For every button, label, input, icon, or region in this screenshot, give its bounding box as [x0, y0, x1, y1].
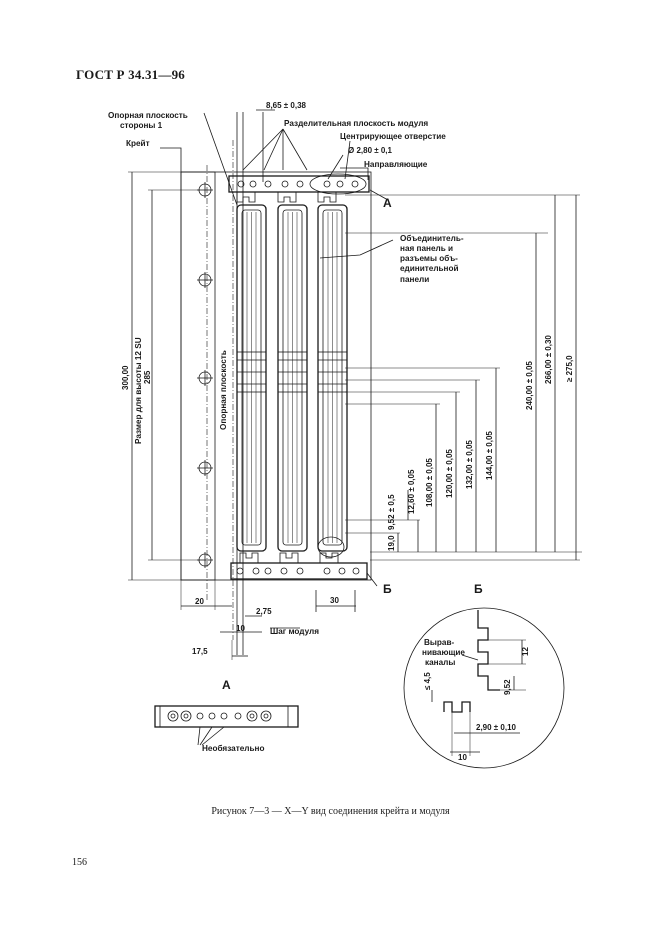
- dim-detail-9-52: 9,52: [503, 679, 512, 695]
- detail-b-drawing: [403, 607, 565, 769]
- label-crate: Крейт: [126, 139, 150, 148]
- connector-column-2: [277, 204, 308, 552]
- label-detail-a-title: А: [222, 678, 231, 692]
- label-view-a-marker: А: [383, 196, 392, 210]
- label-backplane-line4: единительной: [400, 264, 459, 273]
- label-module-pitch: Шаг модуля: [270, 627, 319, 636]
- dim-h285: 285: [143, 370, 152, 384]
- label-backplane-line3: разъемы объ-: [400, 253, 458, 263]
- left-dimensions: [128, 171, 200, 581]
- label-guides: Направляющие: [364, 160, 428, 169]
- crate-holes: [197, 182, 213, 568]
- dim-w30: 30: [330, 596, 339, 605]
- label-size-12u: Размер для высоты 12 SU: [134, 337, 143, 444]
- top-guide-rail: [228, 173, 370, 203]
- dim-hole-dia: Ø 2,80 ± 0,1: [348, 146, 393, 155]
- bottom-dimensions: [180, 109, 356, 660]
- dim-detail-4-5: ≤ 4,5: [423, 672, 432, 690]
- figure-caption: Рисунок 7—3 — X—Y вид соединения крейта …: [211, 806, 450, 817]
- connector-column-3: [317, 204, 348, 552]
- label-backplane-line2: ная панель и: [400, 244, 453, 253]
- label-detail-b-title: Б: [474, 582, 483, 596]
- dim-h132: 132,00 ± 0,05: [465, 440, 474, 489]
- label-aligning-channels-line3: каналы: [425, 658, 455, 667]
- label-optional: Необязательно: [202, 743, 264, 753]
- page-number: 156: [72, 857, 87, 868]
- label-view-b-marker: Б: [383, 582, 392, 596]
- label-aligning-channels-line2: нивающие: [422, 648, 465, 657]
- label-separating-plane: Разделительная плоскость модуля: [284, 119, 428, 128]
- dim-h108: 108,00 ± 0,05: [425, 458, 434, 507]
- label-backplane-line5: панели: [400, 275, 429, 284]
- dim-w17-5: 17,5: [192, 647, 208, 656]
- dim-h240: 240,00 ± 0,05: [525, 361, 534, 410]
- leader-lines: [160, 112, 394, 587]
- dim-h266: 266,00 ± 0,30: [544, 335, 553, 384]
- label-reference-plane-side1-line1: Опорная плоскость: [108, 111, 188, 120]
- dim-detail-10: 10: [458, 753, 467, 762]
- dim-h275: ≥ 275,0: [565, 355, 574, 382]
- dim-h12-60: 12,60 ± 0,05: [407, 469, 416, 514]
- label-centering-hole: Центрирующее отверстие: [340, 132, 446, 141]
- label-reference-plane-vertical: Опорная плоскость: [219, 350, 228, 430]
- separating-plane-lines: [236, 112, 356, 655]
- label-aligning-channels-line1: Вырав-: [424, 638, 454, 647]
- dim-h120: 120,00 ± 0,05: [445, 449, 454, 498]
- page-header: ГОСТ Р 34.31—96: [76, 67, 185, 82]
- detail-a-drawing: [154, 705, 299, 746]
- dim-w2-75: 2,75: [256, 607, 272, 616]
- dim-h9-52-tol: 9,52 ± 0,5: [387, 494, 396, 530]
- dim-w20: 20: [195, 597, 204, 606]
- dim-h19: 19,0: [387, 535, 396, 551]
- dim-detail-2-90: 2,90 ± 0,10: [476, 723, 517, 732]
- dim-top-width: 8,65 ± 0,38: [266, 101, 307, 110]
- label-reference-plane-side1-line2: стороны 1: [120, 121, 163, 130]
- dim-w10: 10: [236, 624, 245, 633]
- dim-h300: 300,00: [121, 365, 130, 390]
- dim-detail-12: 12: [521, 647, 530, 656]
- right-dimensions: [345, 194, 582, 561]
- crate-frame: [180, 140, 372, 640]
- connector-column-1: [236, 204, 267, 552]
- label-backplane-line1: Объединитель-: [400, 233, 464, 243]
- dim-h144: 144,00 ± 0,05: [485, 431, 494, 480]
